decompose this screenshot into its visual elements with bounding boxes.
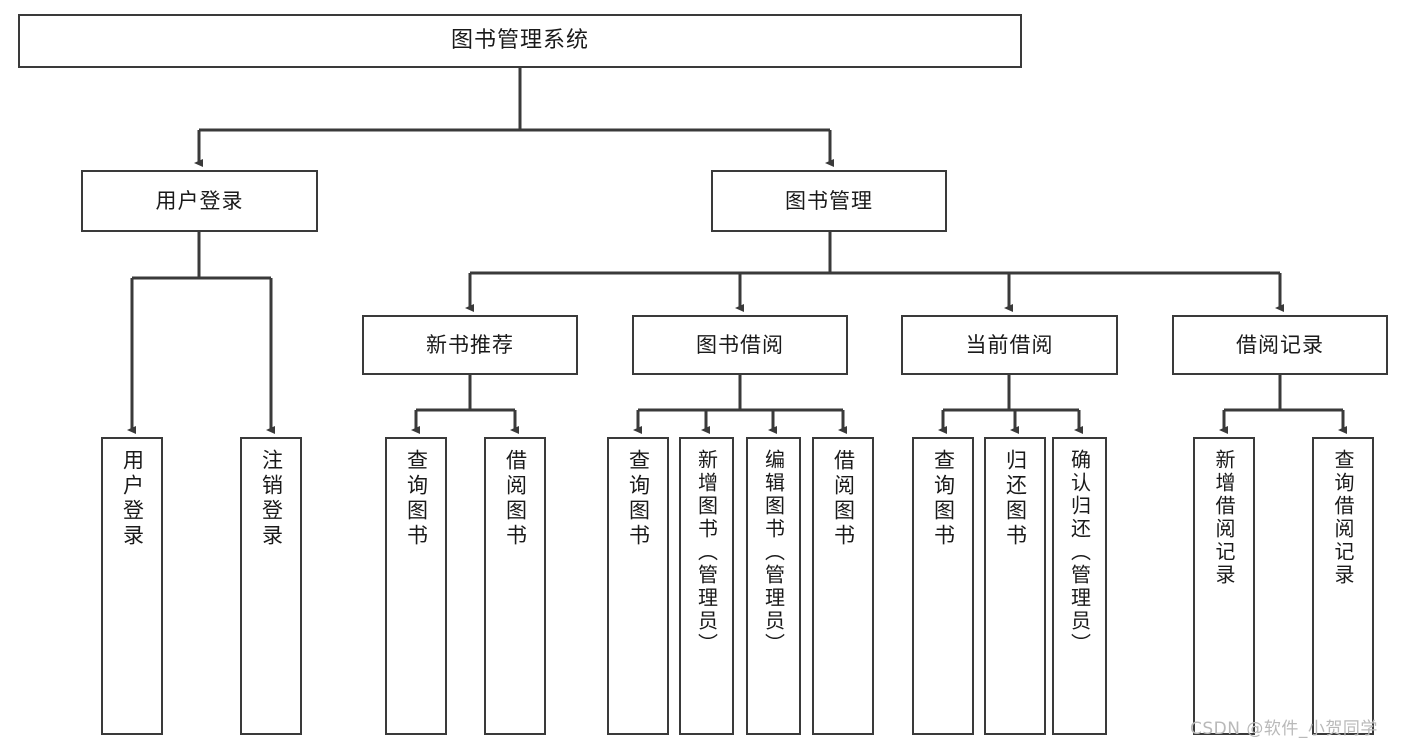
node-new-book-recommend[interactable]: 新书推荐 (362, 315, 578, 375)
node-leaf-add-borrow-record[interactable]: 新增借阅记录 (1193, 437, 1255, 735)
node-leaf-query-book-2-label: 查询图书 (626, 449, 651, 549)
node-leaf-borrow-book-1[interactable]: 借阅图书 (484, 437, 546, 735)
node-leaf-add-book-admin-label: 新增图书（管理员） (694, 449, 719, 656)
node-leaf-query-book-1-label: 查询图书 (404, 449, 429, 549)
node-leaf-query-book-3-label: 查询图书 (931, 449, 956, 549)
node-leaf-query-book-2[interactable]: 查询图书 (607, 437, 669, 735)
node-leaf-add-borrow-record-label: 新增借阅记录 (1212, 449, 1236, 587)
node-leaf-query-book-1[interactable]: 查询图书 (385, 437, 447, 735)
node-leaf-edit-book-admin-label: 编辑图书（管理员） (761, 449, 786, 656)
node-leaf-query-book-3[interactable]: 查询图书 (912, 437, 974, 735)
node-leaf-query-borrow-record-label: 查询借阅记录 (1331, 449, 1355, 587)
node-root-label: 图书管理系统 (450, 28, 589, 54)
node-root[interactable]: 图书管理系统 (18, 14, 1022, 68)
node-borrow-record[interactable]: 借阅记录 (1172, 315, 1388, 375)
node-leaf-add-book-admin[interactable]: 新增图书（管理员） (679, 437, 734, 735)
node-leaf-confirm-return-admin-label: 确认归还（管理员） (1067, 449, 1092, 656)
node-leaf-query-borrow-record[interactable]: 查询借阅记录 (1312, 437, 1374, 735)
node-book-borrow-label: 图书借阅 (696, 332, 784, 357)
node-leaf-borrow-book-2[interactable]: 借阅图书 (812, 437, 874, 735)
node-user-login[interactable]: 用户登录 (81, 170, 318, 232)
node-leaf-confirm-return-admin[interactable]: 确认归还（管理员） (1052, 437, 1107, 735)
node-current-borrow[interactable]: 当前借阅 (901, 315, 1118, 375)
node-leaf-return-book[interactable]: 归还图书 (984, 437, 1046, 735)
watermark-text: CSDN @软件_小贺同学 (1190, 719, 1378, 739)
node-leaf-return-book-label: 归还图书 (1003, 449, 1028, 549)
node-new-book-recommend-label: 新书推荐 (426, 332, 514, 357)
node-leaf-user-login[interactable]: 用户登录 (101, 437, 163, 735)
node-leaf-borrow-book-2-label: 借阅图书 (831, 449, 856, 549)
node-leaf-borrow-book-1-label: 借阅图书 (503, 449, 528, 549)
node-leaf-user-login-label: 用户登录 (120, 449, 145, 549)
node-current-borrow-label: 当前借阅 (965, 332, 1054, 357)
node-leaf-user-logout[interactable]: 注销登录 (240, 437, 302, 735)
node-book-management[interactable]: 图书管理 (711, 170, 947, 232)
node-user-login-label: 用户登录 (155, 188, 244, 213)
node-book-borrow[interactable]: 图书借阅 (632, 315, 848, 375)
node-leaf-edit-book-admin[interactable]: 编辑图书（管理员） (746, 437, 801, 735)
node-borrow-record-label: 借阅记录 (1236, 332, 1324, 357)
node-leaf-user-logout-label: 注销登录 (259, 449, 284, 549)
node-book-management-label: 图书管理 (785, 188, 873, 213)
